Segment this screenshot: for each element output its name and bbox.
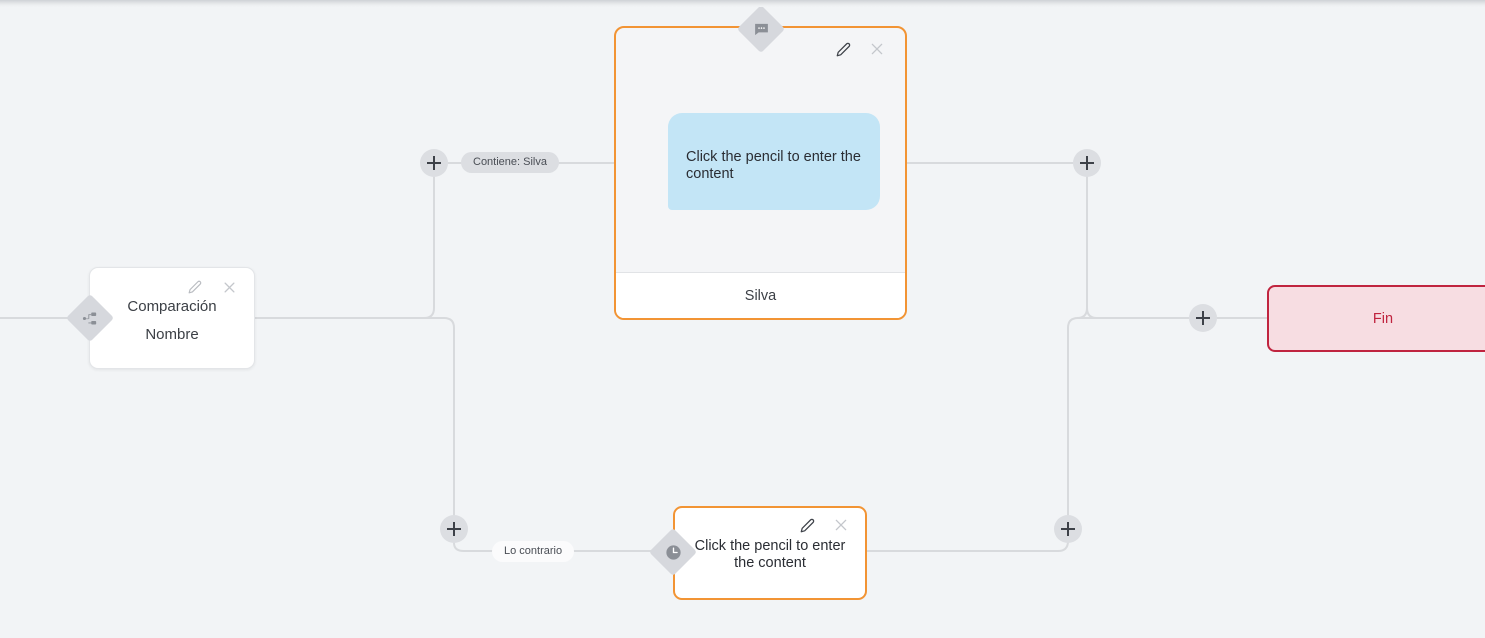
compare-node-title: Comparación: [127, 298, 217, 315]
compare-node-actions: [186, 278, 238, 296]
close-icon[interactable]: [220, 278, 238, 296]
edge-wait-to-merge: [866, 540, 1069, 552]
chat-bubble-icon: [744, 12, 778, 46]
node-wait[interactable]: Click the pencil to enter the content: [673, 506, 867, 600]
close-icon[interactable]: [832, 516, 850, 534]
add-step-branch-true[interactable]: [420, 149, 448, 177]
edge-true-up: [254, 176, 435, 319]
edge-false-to-wait: [453, 542, 657, 552]
edge-merge-top-join: [1086, 176, 1190, 319]
wait-node-actions: [798, 516, 850, 534]
message-node-body: Click the pencil to enter the content: [616, 28, 905, 272]
end-node-label: Fin: [1372, 310, 1394, 327]
edge-merge-top-down: [1076, 176, 1190, 319]
pencil-icon[interactable]: [798, 516, 816, 534]
node-end[interactable]: Fin: [1267, 285, 1485, 352]
top-shadow-strip: [0, 0, 1485, 7]
edge-label-contrario[interactable]: Lo contrario: [492, 541, 575, 562]
add-step-merge-top[interactable]: [1073, 149, 1101, 177]
edge-label-contiene[interactable]: Contiene: Silva: [461, 152, 559, 173]
wait-node-text: Click the pencil to enter the content: [694, 538, 846, 572]
message-bubble[interactable]: Click the pencil to enter the content: [668, 113, 880, 210]
add-step-merge-bottom[interactable]: [1054, 515, 1082, 543]
node-comparacion[interactable]: Comparación Nombre: [89, 267, 255, 369]
message-node-actions: [834, 40, 886, 58]
message-node-footer: Silva: [616, 272, 905, 318]
compare-node-subtitle: Nombre: [145, 326, 199, 343]
sitemap-icon: [73, 301, 107, 335]
add-step-branch-false[interactable]: [440, 515, 468, 543]
close-icon[interactable]: [868, 40, 886, 58]
pencil-icon[interactable]: [186, 278, 204, 296]
clock-icon: [656, 535, 690, 569]
node-message[interactable]: Click the pencil to enter the content Si…: [614, 26, 907, 320]
pencil-icon[interactable]: [834, 40, 852, 58]
edge-false-down: [254, 317, 455, 521]
edge-merge-bottom-up: [1067, 317, 1190, 516]
add-step-before-end[interactable]: [1189, 304, 1217, 332]
